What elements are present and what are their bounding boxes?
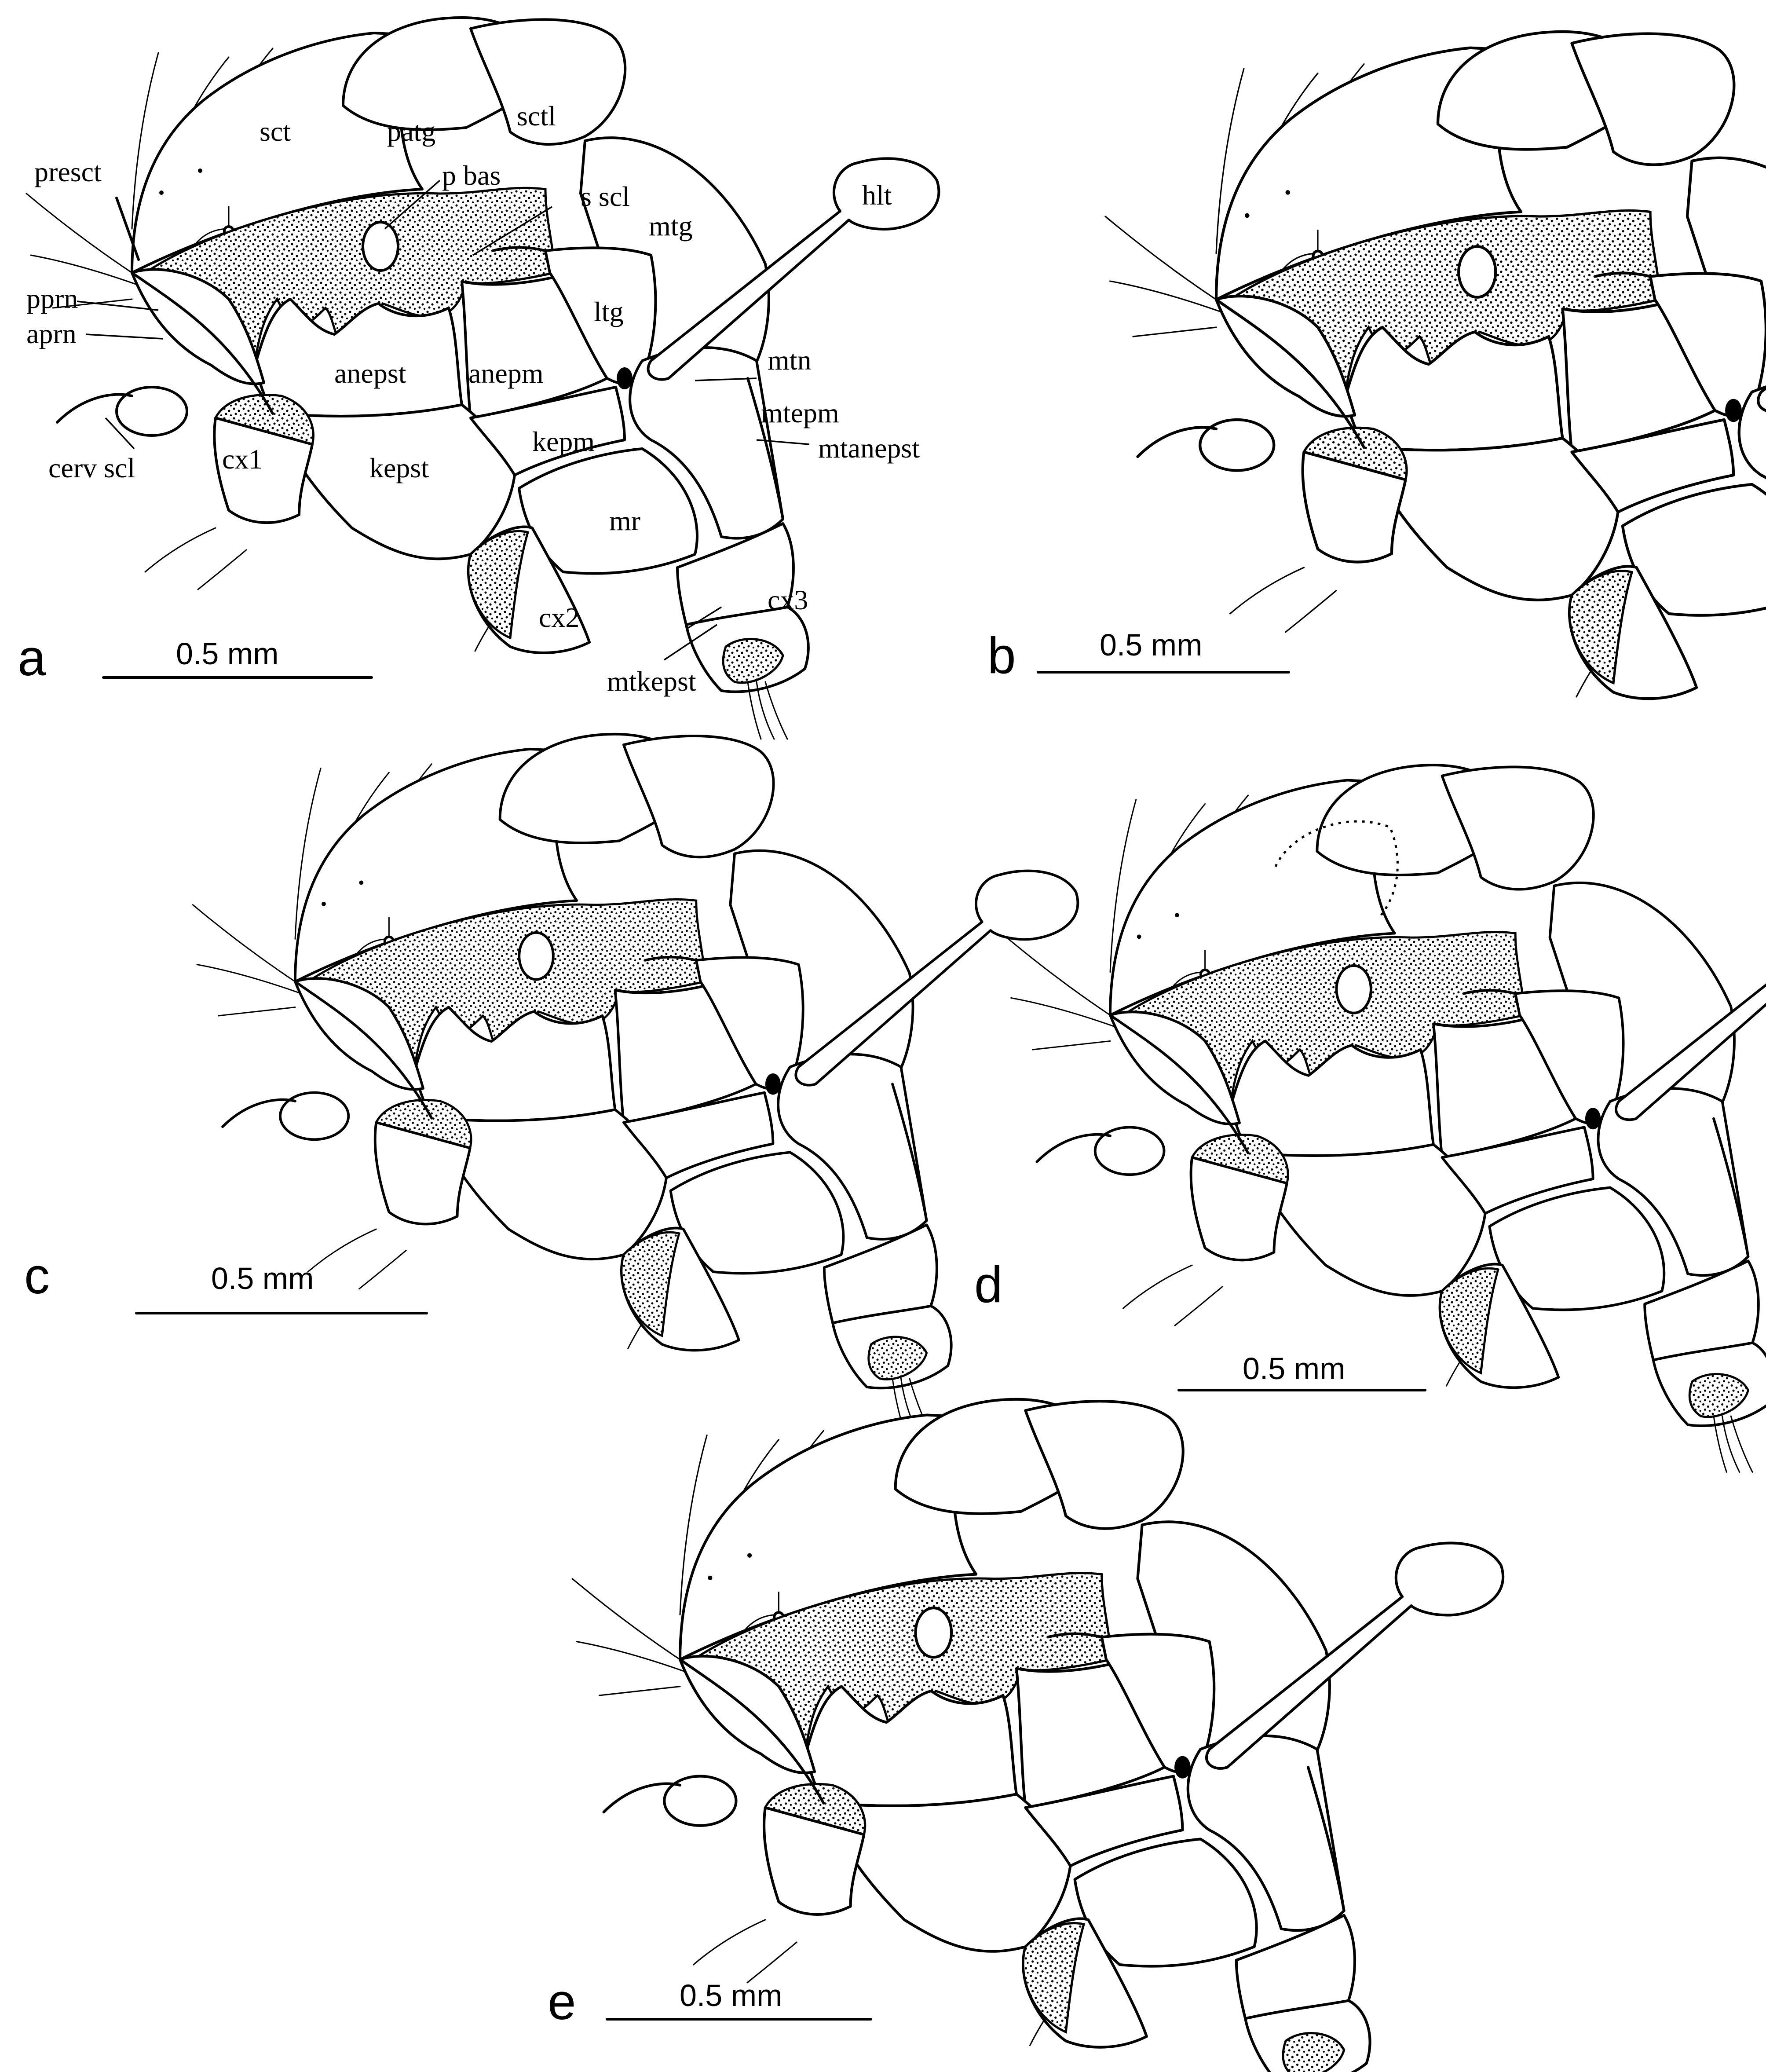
panel-c: c 0.5 mm [24,734,1078,1434]
panel-label-d: d [974,1256,1003,1313]
panel-b: b 0.5 mm [987,32,1766,789]
label-mtg: mtg [649,210,693,242]
scale-bar-label-a: 0.5 mm [176,637,278,671]
label-mr: mr [609,505,640,536]
panel-label-e: e [548,1973,576,2030]
label-p-bas: p bas [442,160,501,191]
label-mtanepst: mtanepst [818,432,920,464]
label-aprn: aprn [26,318,77,349]
label-cx3: cx3 [768,584,808,615]
panel-label-c: c [24,1247,50,1304]
label-hlt: hlt [862,179,892,211]
label-cx1: cx1 [222,443,263,475]
label-ltg: ltg [594,296,624,327]
label-cerv-scl: cerv scl [48,452,135,483]
panel-d: d 0.5 mm [974,765,1766,1472]
label-cx2: cx2 [539,602,579,633]
scale-bar-label-b: 0.5 mm [1100,628,1202,662]
label-kepm: kepm [532,426,595,457]
label-patg: patg [387,116,435,147]
label-mtn: mtn [768,344,812,376]
panel-label-a: a [18,629,46,686]
label-anepst: anepst [334,358,406,389]
scale-bar-label-d: 0.5 mm [1243,1351,1345,1386]
label-s-scl: s scl [581,181,630,212]
label-sctl: sctl [517,100,556,132]
label-lines [77,179,810,661]
label-mtkepst: mtkepst [607,666,696,697]
panel-label-b: b [987,627,1016,684]
label-mtepm: mtepm [761,397,839,428]
label-kepst: kepst [369,452,429,483]
label-sct: sct [260,116,291,147]
panel-a: presct sct patg sctl p bas s scl hlt mtg… [18,18,939,739]
label-pprn: pprn [26,283,78,314]
panel-e: e 0.5 mm [548,1399,1503,2072]
scale-bar-label-e: 0.5 mm [680,1978,782,2013]
label-presct: presct [34,156,102,187]
scale-bar-label-c: 0.5 mm [211,1261,314,1296]
label-anepm: anepm [468,358,544,389]
